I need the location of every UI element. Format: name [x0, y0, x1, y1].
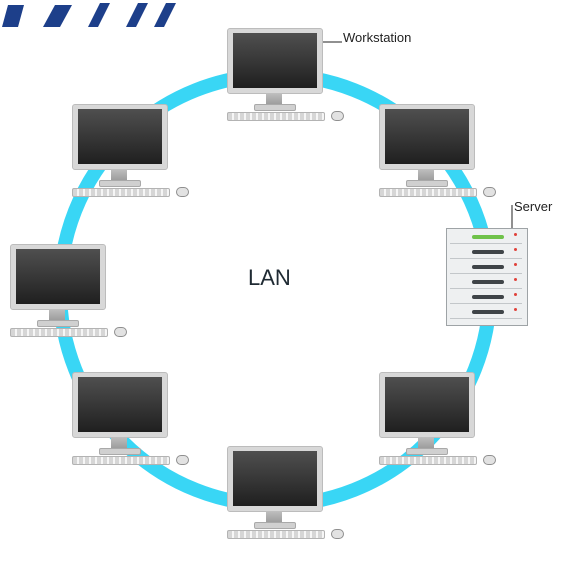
server-label: Server: [514, 199, 553, 214]
workstation-top-left: [72, 104, 189, 224]
server-bay: [450, 246, 522, 259]
server-bay: [450, 291, 522, 304]
monitor-icon: [72, 104, 168, 170]
server-bay: [450, 261, 522, 274]
monitor-icon: [227, 28, 323, 94]
mouse-icon: [331, 111, 344, 121]
monitor-icon: [379, 372, 475, 438]
monitor-icon: [10, 244, 106, 310]
lan-label: LAN: [248, 265, 291, 290]
workstation-label: Workstation: [343, 30, 412, 45]
server-icon: [446, 228, 528, 326]
workstation-bottom-left: [72, 372, 189, 492]
server-bay: [450, 276, 522, 289]
server-bay: [450, 306, 522, 319]
keyboard-icon: [227, 112, 325, 121]
keyboard-icon: [379, 456, 477, 465]
workstation-top: [227, 28, 344, 148]
monitor-icon: [72, 372, 168, 438]
monitor-icon: [379, 104, 475, 170]
monitor-icon: [227, 446, 323, 512]
workstation-bottom: [227, 446, 344, 566]
keyboard-icon: [227, 530, 325, 539]
keyboard-icon: [72, 456, 170, 465]
mouse-icon: [483, 187, 496, 197]
workstation-bottom-right: [379, 372, 496, 492]
keyboard-icon: [379, 188, 477, 197]
mouse-icon: [331, 529, 344, 539]
workstation-top-right: [379, 104, 496, 224]
keyboard-icon: [72, 188, 170, 197]
workstation-left: [10, 244, 127, 364]
server-bay: [450, 231, 522, 244]
top-title-fragment: [2, 3, 176, 27]
mouse-icon: [114, 327, 127, 337]
mouse-icon: [483, 455, 496, 465]
keyboard-icon: [10, 328, 108, 337]
mouse-icon: [176, 187, 189, 197]
mouse-icon: [176, 455, 189, 465]
